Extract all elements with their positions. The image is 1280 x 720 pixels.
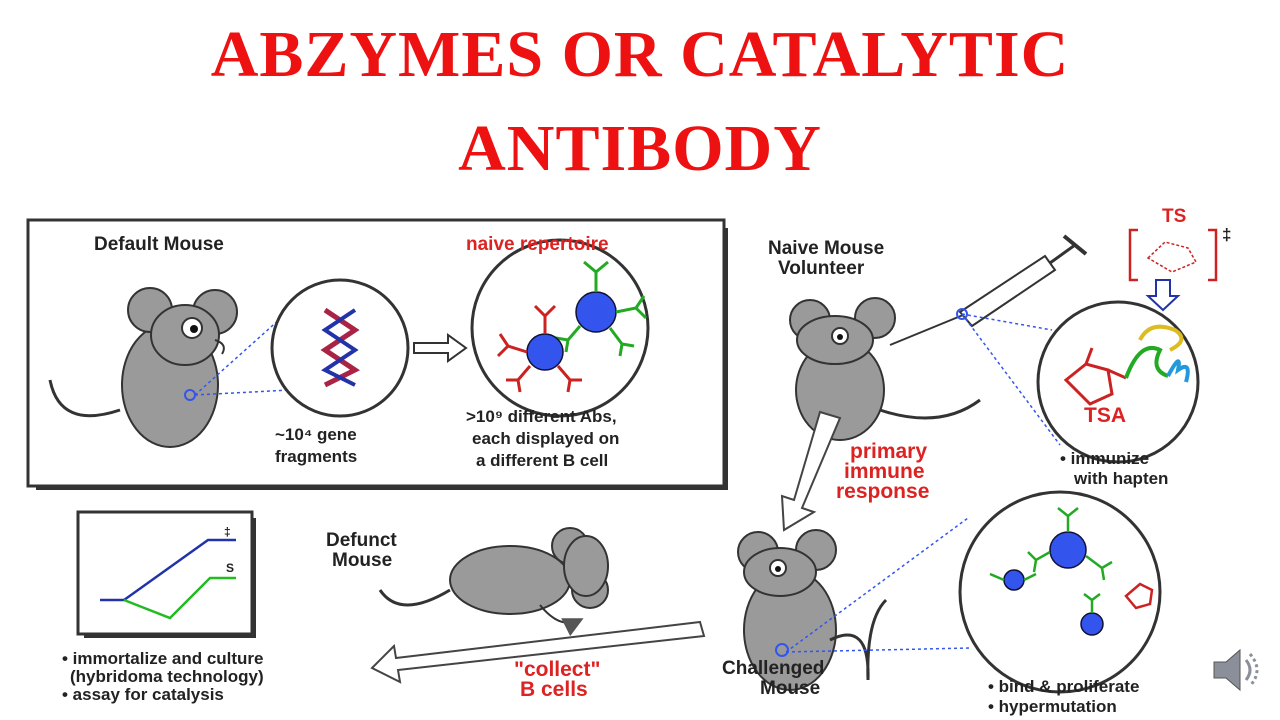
collect-label-1: "collect"	[514, 658, 600, 681]
tsa-circle	[1036, 300, 1200, 464]
bind-proliferate-circle	[958, 490, 1162, 694]
different-abs-label-3: a different B cell	[476, 451, 608, 470]
defunct-mouse-label-1: Defunct	[326, 530, 397, 551]
dna-helix-icon	[320, 307, 360, 388]
challenged-mouse-label-2: Mouse	[760, 678, 820, 699]
b-cell-icon-2	[526, 333, 564, 371]
gene-fragments-label-1: ~10⁴ gene	[275, 425, 357, 444]
primary-immune-label-3: response	[836, 480, 929, 503]
graph-upper-label: ‡	[224, 525, 231, 539]
uncatalyzed-curve	[123, 576, 236, 620]
naive-repertoire-label: naive repertoire	[466, 234, 609, 255]
default-mouse-label: Default Mouse	[94, 234, 224, 255]
culture-label-1: • immortalize and culture	[62, 649, 264, 668]
syringe-icon	[889, 234, 1088, 346]
immunize-label-2: with hapten	[1073, 469, 1168, 488]
culture-label-3: • assay for catalysis	[62, 685, 224, 704]
arrow-collect-b-cells	[370, 620, 706, 684]
speaker-icon[interactable]	[1208, 640, 1268, 700]
arrow-down-to-tsa	[1145, 279, 1181, 312]
naive-repertoire-circle	[470, 238, 650, 418]
defunct-mouse-label-2: Mouse	[332, 550, 392, 571]
different-abs-label-1: >10⁹ different Abs,	[466, 407, 617, 426]
arrow-to-repertoire	[413, 333, 468, 363]
ts-label: TS	[1162, 206, 1186, 227]
different-abs-label-2: each displayed on	[472, 429, 619, 448]
naive-mouse-label-2: Volunteer	[778, 258, 865, 279]
bind-proliferate-label-2: • hypermutation	[988, 697, 1117, 716]
defunct-mouse-icon	[378, 527, 609, 615]
bind-proliferate-label-1: • bind & proliferate	[988, 677, 1139, 696]
graph-lower-label: S	[226, 561, 234, 575]
challenged-mouse-icon	[737, 529, 888, 691]
challenged-mouse-label-1: Challenged	[722, 658, 824, 679]
transition-state-icon	[1128, 228, 1218, 282]
protein-ribbon-icon	[1124, 324, 1190, 383]
b-cell-icon	[575, 291, 617, 333]
naive-mouse-icon	[789, 297, 981, 441]
naive-mouse-label-1: Naive Mouse	[768, 238, 884, 259]
tsa-label: TSA	[1084, 404, 1126, 427]
page-title-line-1: ABZYMES OR CATALYTIC	[210, 18, 1070, 91]
primary-immune-label-1: primary	[850, 440, 927, 463]
immunize-label-1: • immunize	[1060, 449, 1149, 468]
gene-fragments-label-2: fragments	[275, 447, 357, 466]
hapten-icon	[1063, 347, 1127, 406]
page-title-line-2: ANTIBODY	[458, 112, 822, 185]
collect-label-2: B cells	[520, 678, 588, 701]
gene-fragments-circle	[270, 278, 410, 418]
abzyme-diagram: Default Mouse naive repertoire ~10⁴ gene…	[26, 206, 1231, 716]
catalyzed-curve	[100, 538, 236, 602]
arrow-to-challenged-mouse	[780, 410, 842, 532]
kinetics-graph-box	[76, 510, 254, 636]
default-mouse-icon	[48, 287, 238, 448]
culture-label-2: (hybridoma technology)	[70, 667, 264, 686]
ts-superscript: ‡	[1222, 225, 1231, 244]
primary-immune-label-2: immune	[844, 460, 925, 483]
